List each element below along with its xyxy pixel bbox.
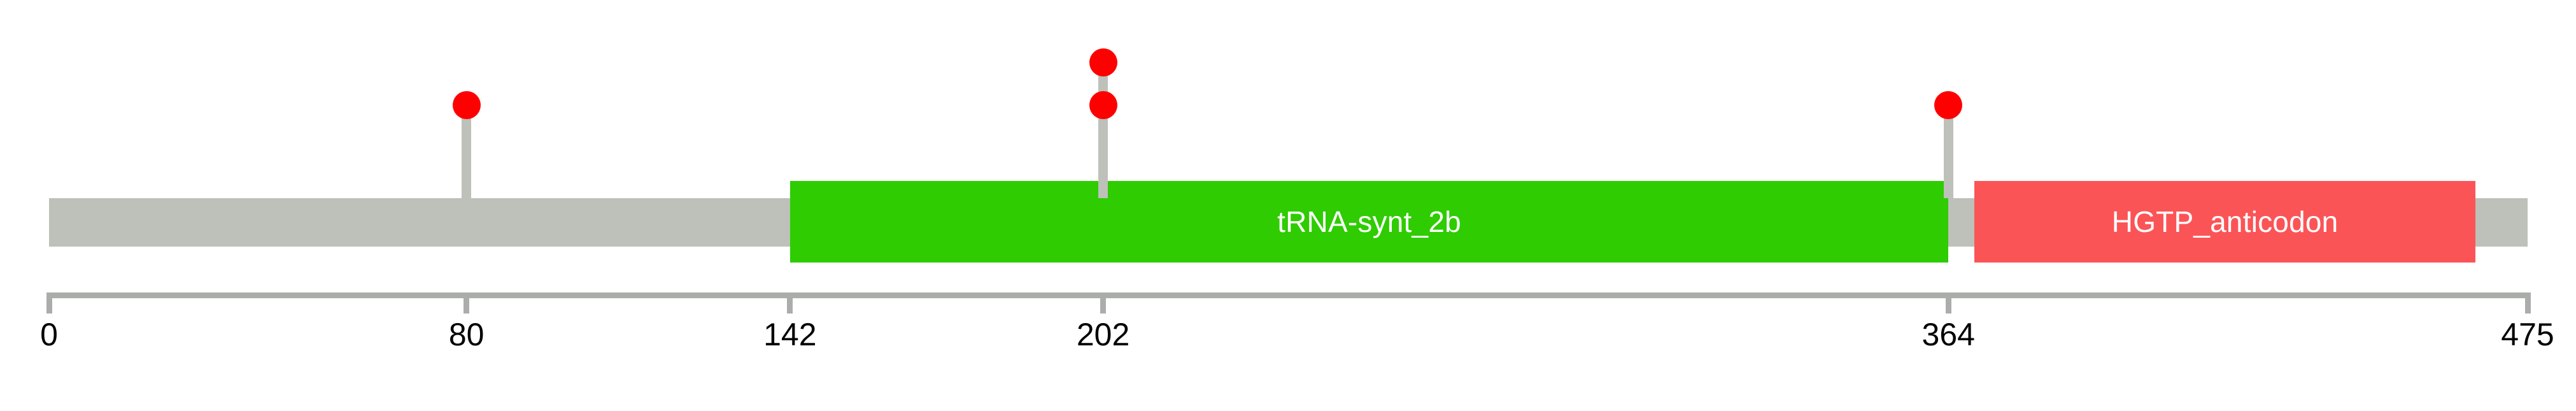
domain-box[interactable]: HGTP_anticodon xyxy=(1974,181,2476,263)
lollipop-head[interactable] xyxy=(1089,48,1117,76)
lollipop-head[interactable] xyxy=(1934,91,1963,119)
axis-tick-label: 364 xyxy=(1921,317,1975,352)
domain-box[interactable]: tRNA-synt_2b xyxy=(789,181,1949,263)
axis-line xyxy=(49,292,2528,298)
axis-tick xyxy=(1945,292,1951,314)
axis-tick-label: 142 xyxy=(763,317,817,352)
axis-tick-label: 202 xyxy=(1076,317,1130,352)
lollipop-stem xyxy=(1943,105,1953,198)
lollipop-head[interactable] xyxy=(452,91,481,119)
lollipop-stem xyxy=(1098,62,1108,198)
domain-label: HGTP_anticodon xyxy=(2111,205,2339,238)
axis-tick xyxy=(1100,292,1107,314)
axis-tick xyxy=(787,292,793,314)
axis-tick xyxy=(46,292,52,314)
axis-tick-label: 80 xyxy=(448,317,485,352)
lollipop-head[interactable] xyxy=(1089,91,1117,119)
axis-tick xyxy=(2524,292,2531,314)
lollipop-stem xyxy=(462,105,472,198)
axis-tick xyxy=(464,292,470,314)
axis-tick-label: 0 xyxy=(40,317,58,352)
domain-label: tRNA-synt_2b xyxy=(1277,205,1461,238)
axis-tick-label: 475 xyxy=(2501,317,2554,352)
